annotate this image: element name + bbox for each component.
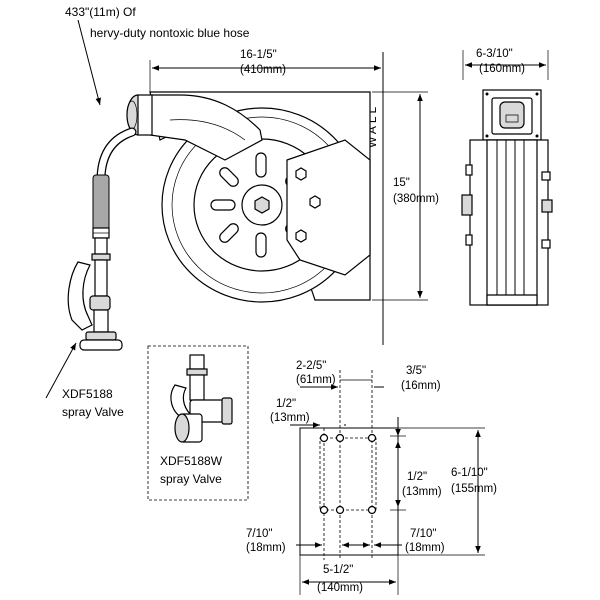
- side-bolt-left: [461, 194, 473, 216]
- bracket-hole: [367, 505, 377, 515]
- bracket-hole: [319, 433, 329, 443]
- bracket-bolts: [295, 167, 321, 243]
- valve-b-label-line1: XDF5188W: [160, 454, 223, 468]
- hose-leader-line: [77, 19, 101, 106]
- bracket-hole: [367, 433, 377, 443]
- reel-side-bracket: [286, 139, 371, 276]
- width-dimension-in: 16-1/5": [240, 49, 277, 61]
- mounting-bracket: 2-2/5" (61mm) 3/5" (16mm) 1/2" (13mm) 1/…: [246, 360, 497, 595]
- width-dimension-mm: (410mm): [240, 64, 286, 76]
- bracket-d-in: 1/2": [407, 471, 427, 483]
- bracket-c-mm: (13mm): [270, 412, 310, 424]
- bracket-w-mm: (140mm): [317, 582, 363, 594]
- bracket-f-mm: (18mm): [405, 542, 445, 554]
- valve-b-label-line2: spray Valve: [160, 472, 222, 486]
- hose-sleeve: [92, 174, 110, 231]
- depth-dimension-in: 6-3/10": [476, 48, 513, 60]
- height-dimension-mm: (380mm): [393, 193, 439, 205]
- bracket-a-in: 2-2/5": [296, 360, 326, 372]
- arm-plate-edge: [169, 119, 246, 141]
- reel-front-view: WALL: [67, 52, 384, 351]
- hose-label-line2: hervy-duty nontoxic blue hose: [90, 26, 250, 40]
- bracket-e-mm: (18mm): [246, 542, 286, 554]
- side-bolt-right: [541, 199, 553, 213]
- valve-a-label-line2: spray Valve: [62, 405, 124, 419]
- valve-b-inset: XDF5188W spray Valve: [147, 345, 249, 501]
- valve-a-leader-line: [45, 342, 77, 399]
- bracket-a-mm: (61mm): [296, 374, 336, 386]
- spray-valve-xdf5188: [67, 237, 123, 351]
- bracket-f-in: 7/10": [410, 528, 436, 540]
- bracket-outline: [299, 427, 399, 556]
- bracket-h-in: 6-1/10": [451, 467, 488, 479]
- bracket-e-in: 7/10": [246, 528, 272, 540]
- height-dimension-in: 15": [393, 177, 410, 189]
- bracket-hole: [335, 505, 345, 515]
- hose-label-line1: 433"(11m) Of: [65, 5, 136, 19]
- bracket-hole: [335, 433, 345, 443]
- bracket-h-mm: (155mm): [451, 483, 497, 495]
- height-dimension: 15" (380mm): [372, 91, 439, 301]
- reel-arm-plate: [149, 94, 263, 161]
- valve-a-label-line1: XDF5188: [62, 387, 113, 401]
- reel-side-view: 6-3/10" (160mm): [461, 48, 553, 306]
- bracket-hole: [319, 505, 329, 515]
- bracket-b-mm: (16mm): [401, 380, 441, 392]
- valve-handle: [67, 261, 93, 331]
- width-dimension: 16-1/5" (410mm): [149, 49, 381, 92]
- bracket-w-in: 5-1/2": [323, 564, 353, 576]
- hub-nut-icon: [254, 196, 270, 214]
- bracket-c-in: 1/2": [276, 398, 296, 410]
- inset-frame: [147, 345, 249, 501]
- hose-outlet-body: [137, 94, 153, 136]
- bracket-d-mm: (13mm): [402, 486, 442, 498]
- bracket-b-in: 3/5": [406, 365, 426, 377]
- depth-dimension-mm: (160mm): [479, 63, 525, 75]
